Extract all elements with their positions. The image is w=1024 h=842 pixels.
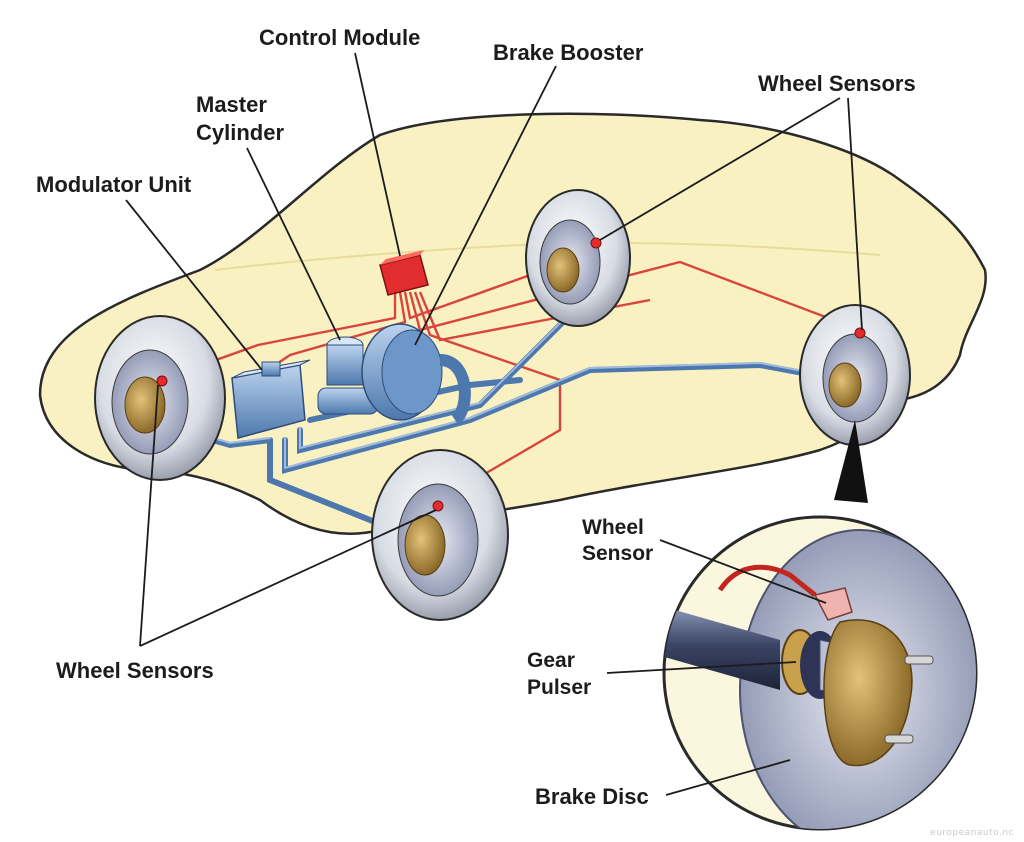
inset-pointer (834, 420, 868, 503)
label-wheel-sensors-bottom: Wheel Sensors (56, 658, 214, 683)
label-wheel-sensor-line2: Sensor (582, 542, 654, 565)
label-gear-pulser-line2: Pulser (527, 676, 592, 699)
modulator-unit (231, 359, 311, 439)
label-wheel-sensors-top: Wheel Sensors (758, 71, 916, 96)
wheel-sensor-inset (662, 515, 978, 831)
label-gear-pulser-line1: Gear (527, 649, 575, 672)
label-master-cylinder-line1: Master (196, 92, 267, 117)
brake-booster (361, 323, 471, 425)
car-body (38, 112, 987, 535)
watermark: europeanauto.nc (930, 828, 1014, 838)
wheel-front-right (371, 449, 509, 621)
control-module (379, 250, 429, 296)
wheel-front-left (94, 315, 226, 481)
label-master-cylinder-line2: Cylinder (196, 120, 285, 145)
wheel-rear-right (799, 304, 911, 446)
label-modulator-unit: Modulator Unit (36, 172, 192, 197)
label-brake-booster: Brake Booster (493, 40, 644, 65)
label-control-module: Control Module (259, 25, 421, 50)
master-cylinder (317, 336, 379, 415)
label-brake-disc: Brake Disc (535, 784, 649, 809)
wheel-rear-left (525, 189, 631, 327)
label-wheel-sensor-line1: Wheel (582, 516, 644, 539)
leader-lines (125, 52, 863, 796)
